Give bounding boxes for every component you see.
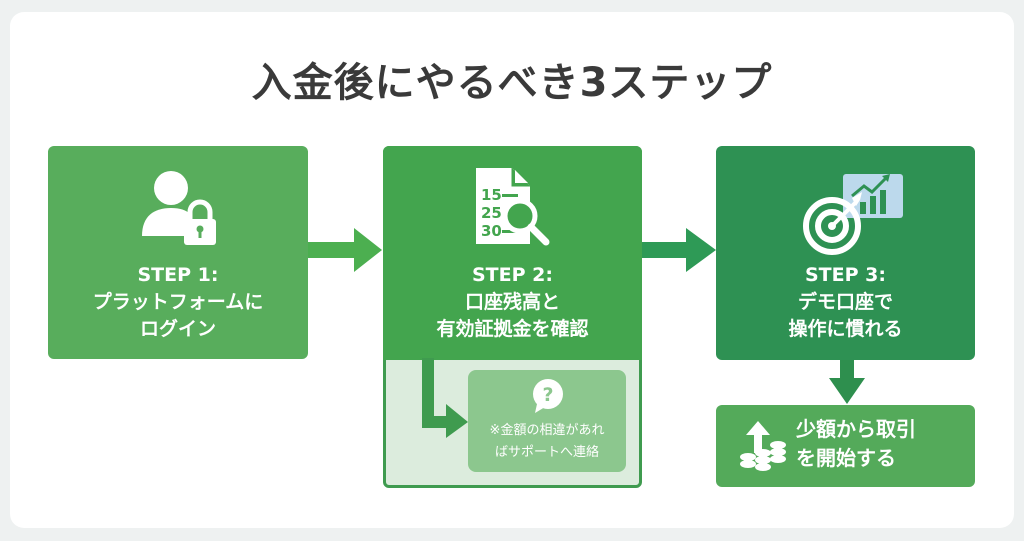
coins-up-icon	[740, 421, 786, 471]
step-3-label: STEP 3:	[805, 264, 886, 286]
step-1-line-1: プラットフォームに	[92, 291, 264, 313]
final-step-box: 少額から取引 を開始する	[716, 405, 975, 487]
step-3-box: STEP 3: デモ口座で 操作に慣れる	[716, 146, 975, 360]
question-bubble-icon: ?	[533, 379, 563, 413]
target-chart-icon	[803, 174, 903, 255]
final-line-1: 少額から取引	[796, 417, 916, 441]
page-title: 入金後にやるべき3ステップ	[251, 60, 773, 106]
document-search-icon: 15 25 30	[476, 168, 550, 246]
step-1-box: STEP 1: プラットフォームに ログイン	[48, 146, 308, 359]
note-connector-arrow	[422, 358, 468, 438]
step-1-label: STEP 1:	[137, 264, 219, 286]
step-3-line-1: デモ口座で	[797, 291, 893, 313]
arrow-step1-to-step2	[308, 228, 382, 272]
icon-number-3: 30	[481, 222, 502, 240]
step-3-line-2: 操作に慣れる	[788, 318, 903, 340]
note-line-1: ※金額の相違があれ	[489, 423, 605, 438]
arrow-step3-to-final	[829, 358, 865, 404]
step-2-line-1: 口座残高と	[464, 291, 560, 313]
arrow-step2-to-step3	[640, 228, 716, 272]
step-1-line-2: ログイン	[139, 318, 216, 340]
icon-number-1: 15	[481, 186, 502, 204]
step-2-line-2: 有効証拠金を確認	[436, 318, 589, 340]
note-line-2: ばサポートへ連絡	[494, 445, 599, 460]
step-2-label: STEP 2:	[472, 264, 553, 286]
step-2-box: 15 25 30 STEP 2: 口座残高と 有効証拠金を確認	[383, 146, 642, 360]
svg-text:?: ?	[542, 384, 553, 406]
icon-number-2: 25	[481, 204, 502, 222]
support-note: ? ※金額の相違があれ ばサポートへ連絡	[468, 370, 626, 472]
final-line-2: を開始する	[796, 446, 896, 470]
user-lock-icon	[142, 171, 216, 245]
